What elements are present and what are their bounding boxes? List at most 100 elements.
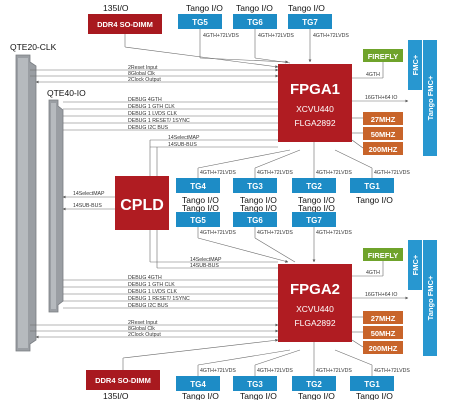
tango-io-tg1-mid: Tango I/O <box>356 195 393 205</box>
sig-dbg1lvds-top: DEBUG 1 LVDS CLK <box>128 111 177 117</box>
tg7-top-label: TG7 <box>302 18 318 27</box>
fmc-top-link: 16GTH+64 IO <box>365 95 397 101</box>
tg6-top-block <box>233 14 277 29</box>
tg5-mid-block <box>176 212 220 227</box>
tg4-bottom-link: 4GTH+72LVDS <box>200 368 236 374</box>
cpld-name: CPLD <box>120 197 164 214</box>
ddr4-bottom-io: 135I/O <box>103 391 129 400</box>
fpga2-package: FLGA2892 <box>294 318 335 328</box>
sig-clkout-top: 2Clock Output <box>128 77 161 83</box>
tg2-bottom-label: TG2 <box>306 380 322 389</box>
firefly-bottom-label: FIREFLY <box>368 251 399 260</box>
tg6-mid-link: 4GTH+72LVDS <box>257 230 293 236</box>
tg2-mid-label: TG2 <box>306 182 322 191</box>
fmc-top-block <box>423 40 437 156</box>
clk27-bottom-block <box>363 311 403 324</box>
sig-dbgreset-bottom: DEBUG 1 RESET/ 1SYNC <box>128 296 190 302</box>
tg3-bottom-block <box>233 376 277 391</box>
sig-gclk-bottom: 8Global Clk <box>128 326 155 332</box>
clk50-top-block <box>363 127 403 140</box>
sig-reset-top: 2Reset Input <box>128 65 158 71</box>
fmc-top-short-label: FMC+ <box>411 54 420 75</box>
clk50-top-label: 50MHZ <box>371 130 396 139</box>
tg7-mid-link: 4GTH+72LVDS <box>316 230 352 236</box>
sig-selectmap-top: 14SelectMAP <box>168 135 200 141</box>
fmc-bottom-label: Tango FMC+ <box>426 275 435 320</box>
tg5-top-link: 4GTH+72LVDS <box>203 33 239 39</box>
tg1-bottom-block <box>350 376 394 391</box>
tg5-top-block <box>178 14 222 29</box>
tg1-mid-block <box>350 178 394 193</box>
tg2-mid-block <box>292 178 336 193</box>
tg6-mid-label: TG6 <box>247 216 263 225</box>
tango-io-tg5-top: Tango I/O <box>186 3 223 13</box>
tg3-mid-label: TG3 <box>247 182 263 191</box>
fmc-top-short-block <box>408 40 422 90</box>
sig-dbg1gth-top: DEBUG 1 GTH CLK <box>128 104 175 110</box>
tango-io-tg4-bottom: Tango I/O <box>182 391 219 400</box>
fmc-top-label: Tango FMC+ <box>426 75 435 120</box>
ddr4-top-label: DDR4 SO-DIMM <box>97 20 153 29</box>
clk200-top-label: 200MHZ <box>369 145 398 154</box>
tango-io-tg5-mid: Tango I/O <box>182 203 219 213</box>
sig-gclk-top: 8Global Clk <box>128 71 155 77</box>
ddr4-bottom-block <box>86 370 160 390</box>
tg1-mid-link: 4GTH+72LVDS <box>374 170 410 176</box>
tg5-mid-label: TG5 <box>190 216 206 225</box>
sig-dbgreset-top: DEBUG 1 RESET/ 1SYNC <box>128 118 190 124</box>
sig-dbg1lvds-bottom: DEBUG 1 LVDS CLK <box>128 289 177 295</box>
qte20-label: QTE20-CLK <box>10 42 57 52</box>
tg3-mid-link: 4GTH+72LVDS <box>257 170 293 176</box>
tg3-bottom-link: 4GTH+72LVDS <box>257 368 293 374</box>
firefly-top-block <box>363 49 403 62</box>
fpga2-part: XCVU440 <box>296 304 334 314</box>
tango-io-tg1-bottom: Tango I/O <box>356 391 393 400</box>
firefly-bottom-link: 4GTH <box>366 270 380 276</box>
tango-io-tg6-top: Tango I/O <box>236 3 273 13</box>
tango-io-tg7-top: Tango I/O <box>288 3 325 13</box>
clk200-top-block <box>363 142 403 155</box>
tg4-mid-block <box>176 178 220 193</box>
sig-clkout-bottom: 2Clock Output <box>128 332 161 338</box>
tango-io-tg2-bottom: Tango I/O <box>298 391 335 400</box>
clk27-top-label: 27MHZ <box>371 115 396 124</box>
tg2-bottom-link: 4GTH+72LVDS <box>316 368 352 374</box>
tg5-mid-link: 4GTH+72LVDS <box>200 230 236 236</box>
sig-dbgi2c-top: DEBUG I2C BUS <box>128 125 169 131</box>
qte40-label: QTE40-IO <box>47 88 86 98</box>
sig-subbus-top: 14SUB-BUS <box>168 142 197 148</box>
clk50-bottom-label: 50MHZ <box>371 329 396 338</box>
fpga1-name: FPGA1 <box>290 81 340 98</box>
sig-dbg4gth-top: DEBUG 4GTH <box>128 97 162 103</box>
firefly-bottom-block <box>363 248 403 261</box>
tg4-mid-label: TG4 <box>190 182 206 191</box>
fmc-bottom-short-label: FMC+ <box>411 254 420 275</box>
sig-selectmap-bottom: 14SelectMAP <box>190 257 222 263</box>
tg2-bottom-block <box>292 376 336 391</box>
clk27-bottom-label: 27MHZ <box>371 314 396 323</box>
clk27-top-block <box>363 112 403 125</box>
cpld-subbus-label: 14SUB-BUS <box>73 203 102 209</box>
firefly-top-link: 4GTH <box>366 72 380 78</box>
ddr4-top-block <box>88 14 162 34</box>
tg4-mid-link: 4GTH+72LVDS <box>200 170 236 176</box>
tango-io-tg3-mid: Tango I/O <box>240 195 277 205</box>
qte40-connector-face <box>51 103 56 309</box>
tango-io-tg4-mid: Tango I/O <box>182 195 219 205</box>
tango-io-tg7-mid: Tango I/O <box>298 203 335 213</box>
ddr4-top-io: 135I/O <box>103 3 129 13</box>
sig-dbg1gth-bottom: DEBUG 1 GTH CLK <box>128 282 175 288</box>
sig-dbg4gth-bottom: DEBUG 4GTH <box>128 275 162 281</box>
sig-dbgi2c-bottom: DEBUG I2C BUS <box>128 303 169 309</box>
tg6-top-label: TG6 <box>247 18 263 27</box>
clk50-bottom-block <box>363 326 403 339</box>
tg5-top-label: TG5 <box>192 18 208 27</box>
fmc-bottom-link: 16GTH+64 IO <box>365 292 397 298</box>
fpga1-part: XCVU440 <box>296 104 334 114</box>
fpga1-block <box>278 64 352 142</box>
tg3-mid-block <box>233 178 277 193</box>
firefly-top-label: FIREFLY <box>368 52 399 61</box>
cpld-block <box>115 176 169 230</box>
sig-reset-bottom: 2Reset Input <box>128 320 158 326</box>
